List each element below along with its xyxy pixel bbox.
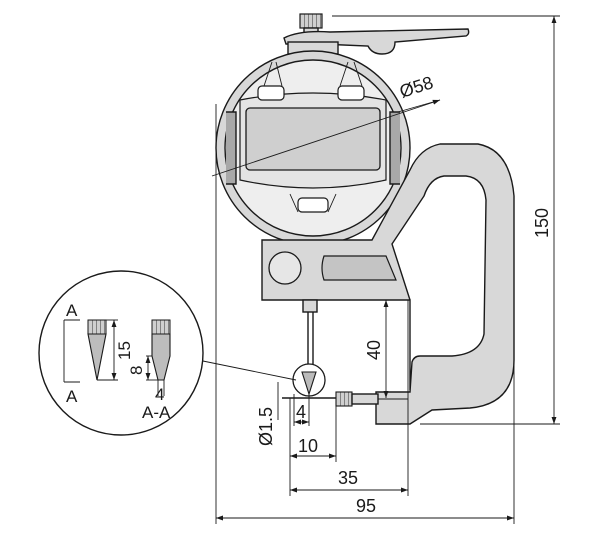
section-mark-bottom: A [66,387,78,406]
dim-tip-section-length: 8 [127,366,146,375]
dim-tip-width: 4 [155,385,164,404]
section-mark-top: A [66,301,78,320]
tip-front-view [87,319,118,381]
dim-anvil-tip: 4 [296,402,306,422]
dim-dial-diameter: Ø58 [397,72,436,102]
dial-indicator [215,41,411,246]
c-frame [261,143,515,425]
tip-section-view [145,319,171,396]
dim-reach: 35 [338,468,358,488]
gauge-body [215,13,515,425]
dim-overall-height: 150 [532,208,552,238]
dim-tip-length: 15 [115,341,134,360]
dim-overall-width: 95 [356,496,376,516]
dimension-lines [211,15,560,524]
dim-anvil-diameter: Ø1.5 [256,407,276,446]
dim-throat-depth: 40 [364,340,384,360]
section-label: A-A [142,403,171,422]
dim-anvil-length: 10 [298,436,318,456]
detail-view: A A 15 8 4 A-A [38,270,297,436]
